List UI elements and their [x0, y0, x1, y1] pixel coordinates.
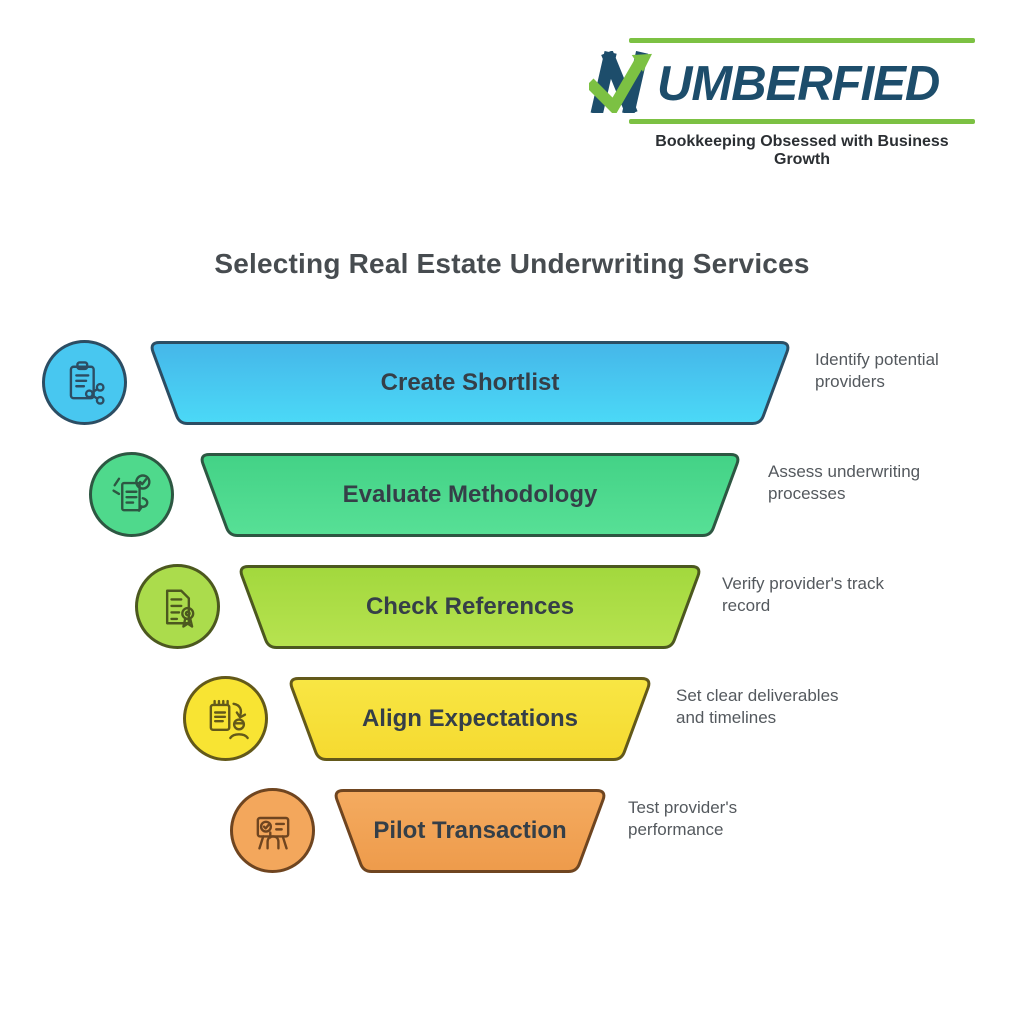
page-title: Selecting Real Estate Underwriting Servi… [214, 248, 810, 279]
stage-note: Verify provider's track record [722, 574, 884, 615]
brand-wordmark-text: UMBERFIED [657, 57, 940, 111]
stage-label: Check References [365, 593, 575, 620]
certificate-award-icon [135, 564, 220, 649]
notepad-person-arrow-icon [183, 676, 268, 761]
logo-top-bar [629, 38, 975, 43]
stage-label: Align Expectations [361, 705, 579, 732]
stage-label: Pilot Transaction [373, 817, 567, 844]
stage-note: Identify potential providers [815, 350, 939, 391]
logo-tagline: Bookkeeping Obsessed with Business Growt… [655, 133, 949, 168]
numberfied-logo: UMBERFIED Bookkeeping Obsessed with Busi… [589, 38, 975, 169]
stage-note: Test provider's performance [628, 798, 738, 839]
stage-note: Assess underwriting processes [768, 462, 921, 503]
clipboard-share-icon [42, 340, 127, 425]
stage-note: Set clear deliverables and timelines [676, 686, 839, 727]
logo-bottom-bar [629, 119, 975, 124]
logo-wordmark: UMBERFIED [589, 51, 975, 113]
numberfied-n-arrow-icon [589, 51, 652, 113]
stage-label: Evaluate Methodology [342, 481, 598, 508]
document-check-hands-icon [89, 452, 174, 537]
stage-label: Create Shortlist [380, 369, 560, 396]
presentation-check-icon [230, 788, 315, 873]
